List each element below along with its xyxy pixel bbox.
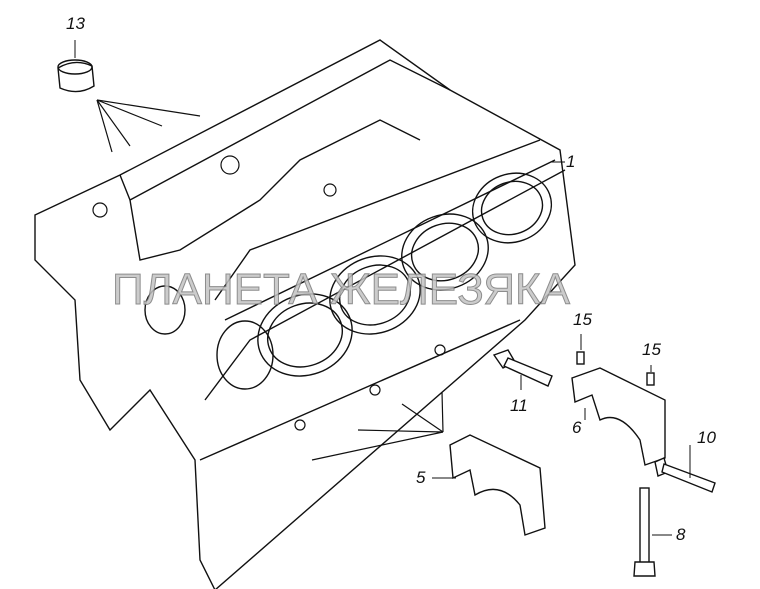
dowel-pin-right: [646, 372, 655, 386]
cylinder-block: [34, 39, 576, 589]
callout-5: 5: [416, 468, 426, 487]
callout-11: 11: [510, 396, 528, 415]
direction-arrows: [96, 99, 444, 461]
dowel-pin-left: [576, 351, 585, 365]
callout-10: 10: [697, 428, 716, 447]
callout-8: 8: [676, 525, 686, 544]
callout-1: 1: [566, 152, 576, 171]
main-bearing-cap-front: [449, 434, 546, 536]
callout-13: 13: [66, 14, 85, 33]
callout-6: 6: [572, 418, 582, 437]
leader-lines: [74, 40, 691, 536]
side-bolt-part: [654, 457, 716, 493]
watermark: ПЛАНЕТА ЖЕЛЕЗЯКА: [111, 265, 571, 315]
main-bearing-cap-rear: [571, 367, 666, 466]
bushing-part: [57, 59, 95, 93]
tie-bolt-part: [492, 349, 553, 387]
long-bolt-part: [633, 487, 656, 577]
callout-15-right: 15: [642, 340, 661, 359]
callout-15-left: 15: [573, 310, 592, 329]
cylinder-bores: [144, 172, 553, 390]
